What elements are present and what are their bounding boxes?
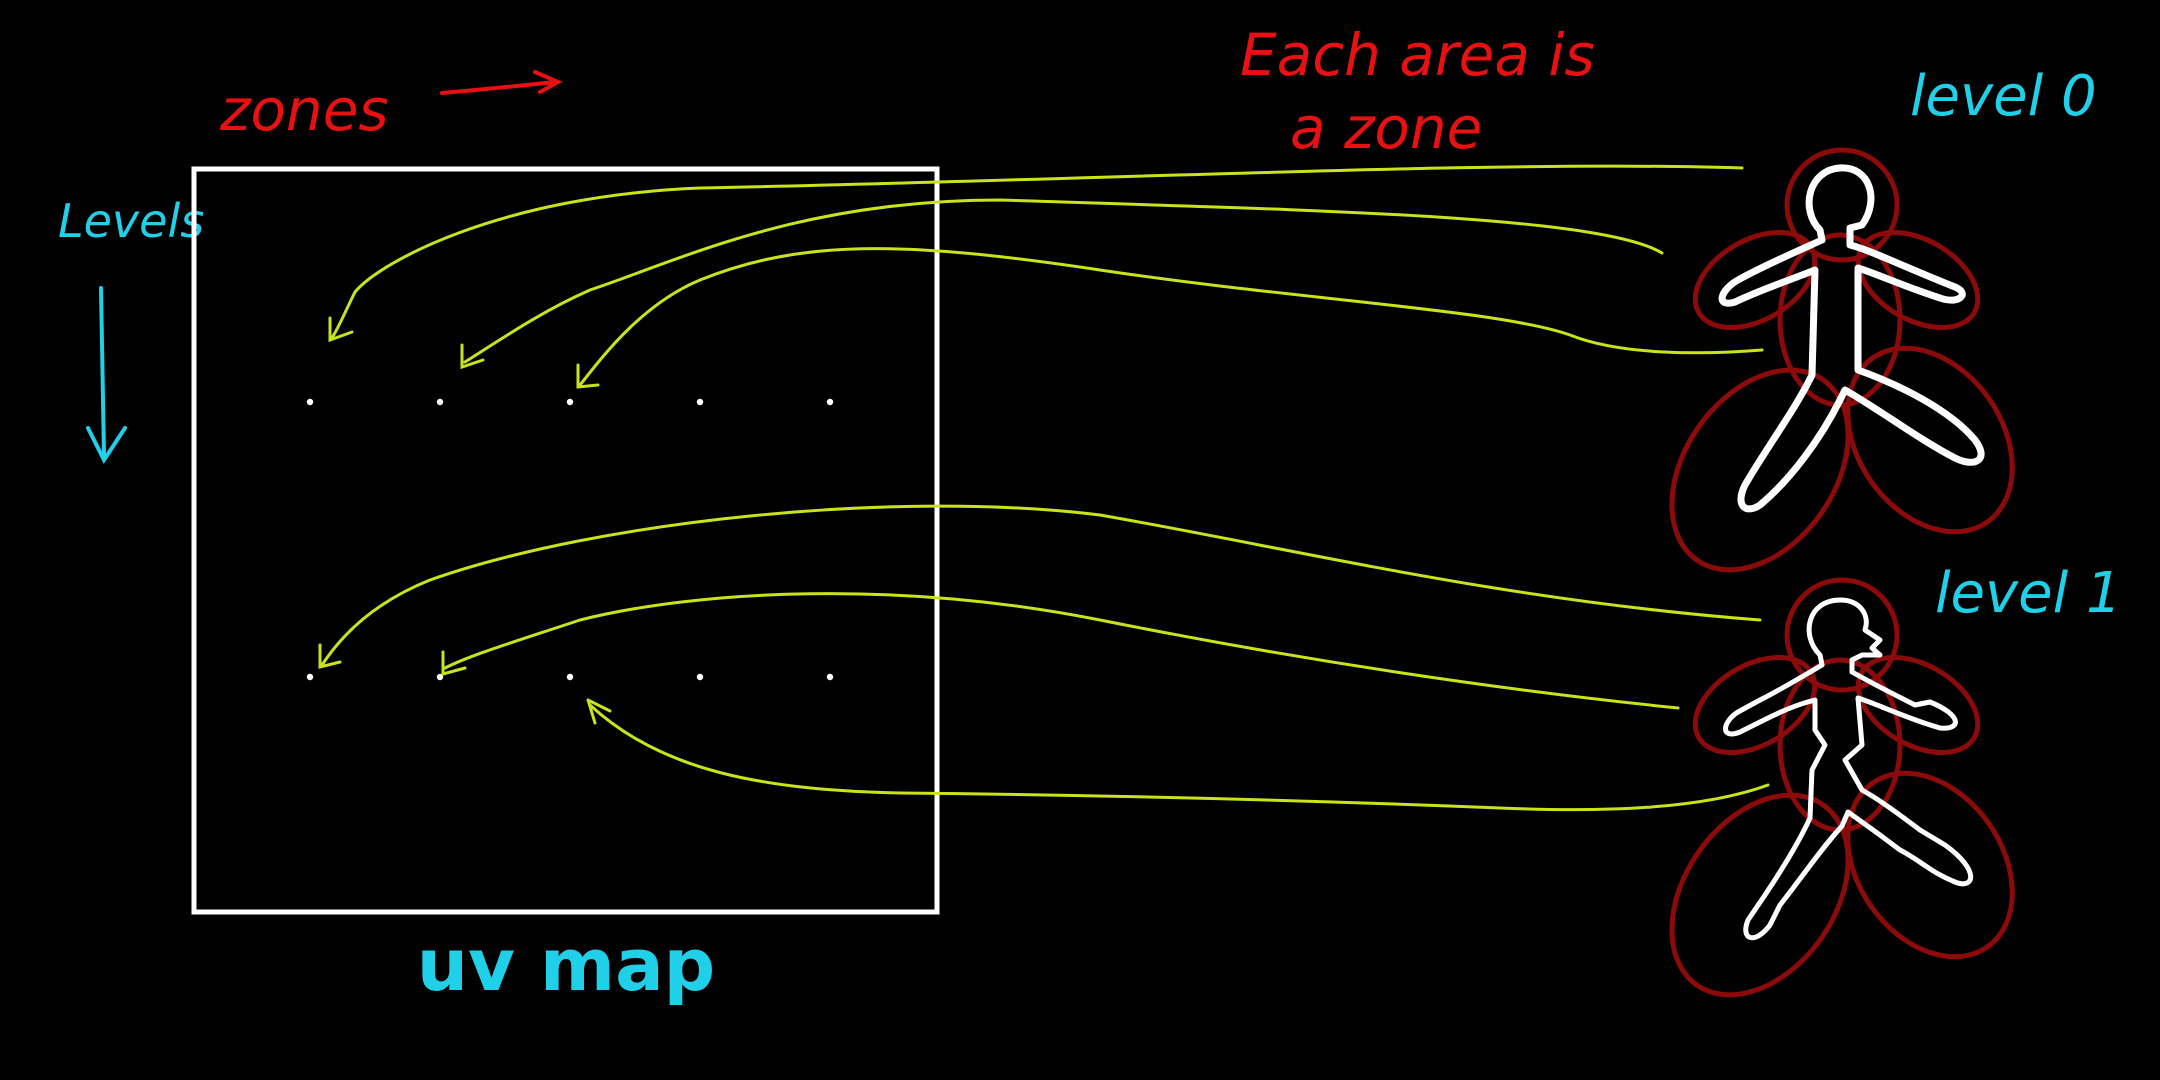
uv-zone-dot <box>826 673 834 681</box>
body-outline-level-0 <box>1718 164 1985 513</box>
note-line-1: Each area is <box>1240 21 1595 89</box>
mapping-arrow-l1-head <box>320 504 1762 667</box>
uv-zone-dot <box>566 398 574 406</box>
body-outline-level-1 <box>1723 597 1974 940</box>
uv-zone-dot <box>566 673 574 681</box>
mapping-arrow-l0-head <box>330 164 1744 340</box>
levels-label: Levels <box>58 194 204 248</box>
uv-zone-dot <box>436 398 444 406</box>
mapping-arrow-l1-arms-tip <box>441 650 467 676</box>
mapping-arrow-l0-torso-tip <box>576 363 600 389</box>
mapping-arrow-l0-arms-tip <box>460 343 485 370</box>
uv-zone-dot <box>826 398 834 406</box>
note-line-2: a zone <box>1290 94 1482 162</box>
mapping-arrow-l0-arms <box>463 198 1664 364</box>
uv-zone-dot <box>306 673 314 681</box>
zones-label: zones <box>219 76 389 144</box>
mapping-arrow-l0-torso <box>578 247 1764 387</box>
uv-zone-dot <box>696 398 704 406</box>
arrow-down-icon <box>86 286 127 465</box>
mapping-arrow-l1-torso-tip <box>586 698 612 725</box>
mapping-arrow-l1-head-tip <box>318 643 342 669</box>
uv-map-label: uv map <box>417 923 715 1007</box>
uv-map-frame <box>191 166 940 915</box>
level-1-label: level 1 <box>1935 561 2122 626</box>
arrow-right-icon <box>440 70 563 95</box>
mapping-arrow-l1-arms <box>443 592 1680 710</box>
figure-level-0 <box>1669 147 2015 573</box>
mapping-arrows <box>318 164 1770 812</box>
mapping-arrow-l0-head-tip <box>328 316 354 343</box>
uv-zone-dots <box>306 398 834 681</box>
mapping-arrow-l1-torso <box>588 703 1770 812</box>
uv-zone-dot <box>306 398 314 406</box>
uv-zone-dot <box>696 673 704 681</box>
figure-level-1 <box>1669 577 2015 998</box>
level-0-label: level 0 <box>1910 64 2097 129</box>
